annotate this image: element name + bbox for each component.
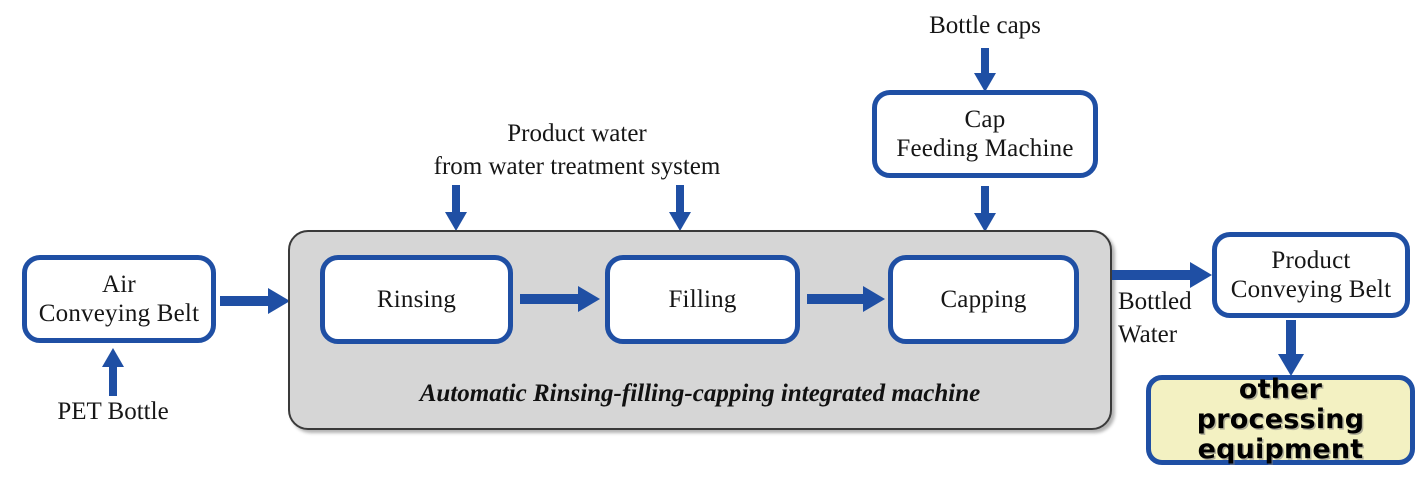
arrow-cap-feeding-machine-to-capping [974, 186, 996, 232]
arrow-head [578, 286, 600, 312]
arrow-machine-to-product-conveying-belt [1112, 262, 1212, 288]
arrow-air-conveying-belt-to-machine [220, 288, 290, 314]
label-bottle-caps: Bottle caps [929, 12, 1041, 39]
node-filling[interactable]: Filling [605, 255, 800, 344]
arrow-head [445, 212, 467, 231]
node-label: Filling [668, 285, 737, 313]
arrow-head [268, 288, 290, 314]
bottled-water-line-2: Water [1118, 320, 1178, 348]
arrow-product-water-to-rinsing [445, 185, 467, 231]
node-label: Cap Feeding Machine [890, 105, 1079, 164]
node-cap-feeding-machine[interactable]: Cap Feeding Machine [872, 90, 1098, 178]
arrow-shaft [676, 185, 684, 214]
product-conveying-belt-line-2: Conveying Belt [1230, 276, 1392, 303]
product-water-line-2: from water treatment system [433, 152, 721, 180]
enclosure-caption: Automatic Rinsing-filling-capping integr… [419, 380, 981, 407]
other-processing-equipment-line-1: other [1238, 373, 1323, 405]
label-product-water: Product water from water treatment syste… [412, 118, 742, 183]
node-label: other processing equipment [1151, 373, 1410, 466]
arrow-filling-to-capping [807, 286, 885, 312]
node-label: Capping [940, 285, 1027, 313]
arrow-pet-bottle-to-air-conveying-belt [102, 348, 124, 396]
arrow-head [974, 73, 996, 92]
arrow-bottle-caps-to-cap-feeding-machine [974, 48, 996, 92]
product-water-line-1: Product water [507, 120, 647, 147]
arrow-head [863, 286, 885, 312]
arrow-shaft [1112, 270, 1192, 280]
arrow-product-water-to-filling [669, 185, 691, 231]
arrow-head [1190, 262, 1212, 288]
cap-feeding-machine-line-2: Feeding Machine [896, 135, 1074, 162]
other-processing-equipment-line-2: processing equipment [1196, 403, 1365, 466]
node-product-conveying-belt[interactable]: Product Conveying Belt [1212, 232, 1410, 318]
arrow-shaft [1286, 320, 1296, 356]
arrow-shaft [981, 186, 989, 215]
product-conveying-belt-line-1: Product [1271, 246, 1351, 274]
node-capping[interactable]: Capping [888, 255, 1079, 344]
node-label: Air Conveying Belt [33, 270, 205, 329]
arrow-shaft [807, 294, 865, 304]
arrow-product-conveying-belt-to-other-processing-equipment [1278, 320, 1304, 376]
arrow-shaft [981, 48, 989, 75]
arrow-head [974, 213, 996, 232]
bottled-water-line-1: Bottled [1118, 288, 1192, 315]
node-other-processing-equipment[interactable]: other processing equipment [1146, 373, 1415, 466]
air-conveying-belt-line-1: Air [102, 270, 136, 298]
node-label: Rinsing [376, 285, 457, 313]
arrow-shaft [452, 185, 460, 214]
arrow-head [102, 348, 124, 367]
arrow-shaft [220, 296, 272, 306]
cap-feeding-machine-line-1: Cap [964, 105, 1006, 133]
node-label: Product Conveying Belt [1225, 246, 1397, 305]
label-pet-bottle: PET Bottle [57, 398, 169, 425]
node-rinsing[interactable]: Rinsing [320, 255, 513, 344]
arrow-shaft [109, 365, 117, 396]
node-air-conveying-belt[interactable]: Air Conveying Belt [22, 255, 216, 343]
air-conveying-belt-line-2: Conveying Belt [38, 300, 200, 327]
label-bottled-water: Bottled Water [1118, 286, 1218, 351]
arrow-shaft [520, 294, 580, 304]
arrow-rinsing-to-filling [520, 286, 600, 312]
arrow-head [1278, 354, 1304, 376]
arrow-head [669, 212, 691, 231]
